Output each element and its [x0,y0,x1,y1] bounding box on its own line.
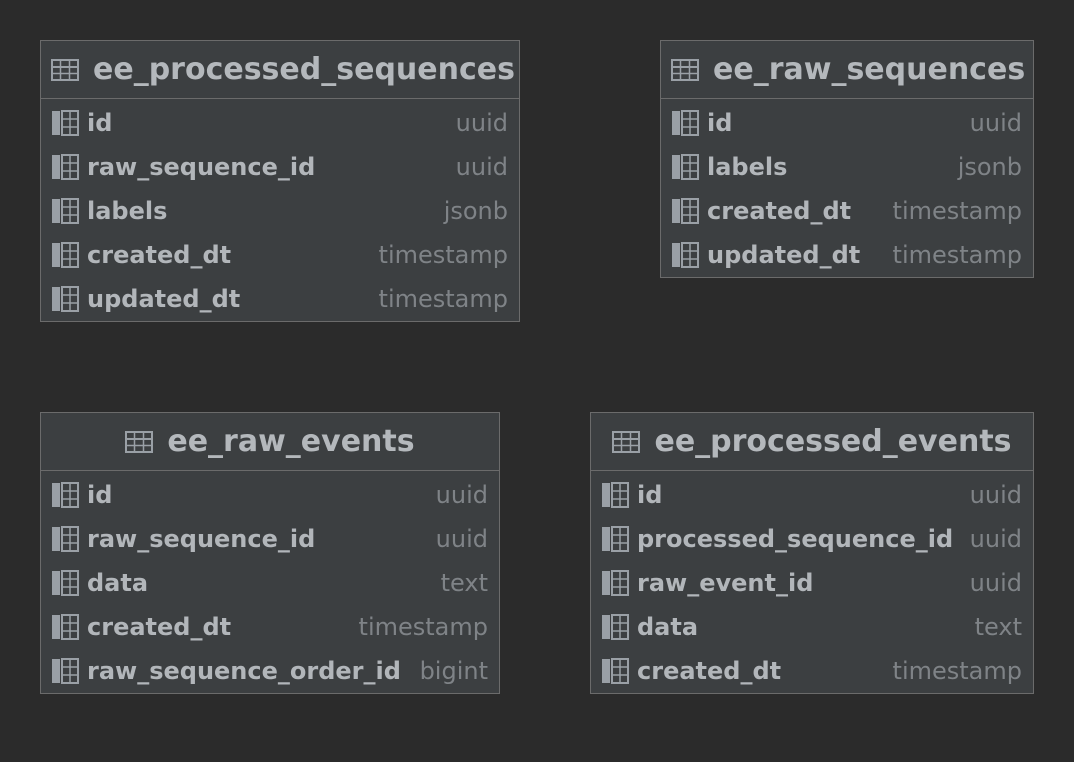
column-row[interactable]: id uuid [41,101,519,145]
column-icon [51,658,79,684]
table-title: ee_raw_events [167,424,415,459]
column-icon [51,198,79,224]
column-name: labels [87,197,168,225]
column-name: id [87,109,113,137]
table-ee-raw-sequences[interactable]: ee_raw_sequences id uuid labels jsonb cr… [660,40,1034,278]
column-type: timestamp [892,197,1022,225]
column-row[interactable]: raw_event_id uuid [591,561,1033,605]
column-list: id uuid raw_sequence_id uuid labels json… [41,99,519,321]
column-row[interactable]: labels jsonb [661,145,1033,189]
column-row[interactable]: raw_sequence_id uuid [41,145,519,189]
column-icon [51,154,79,180]
column-type: uuid [969,569,1022,597]
table-title: ee_processed_sequences [93,52,515,87]
column-name: created_dt [87,613,232,641]
table-header: ee_processed_events [591,413,1033,471]
column-type: timestamp [892,241,1022,269]
column-name: created_dt [637,657,782,685]
column-name: id [87,481,113,509]
column-type: text [440,569,488,597]
column-name: id [637,481,663,509]
column-icon [671,154,699,180]
column-name: updated_dt [87,285,241,313]
column-name: processed_sequence_id [637,525,954,553]
column-name: raw_sequence_id [87,153,316,181]
column-type: uuid [435,481,488,509]
column-list: id uuid raw_sequence_id uuid data text c… [41,471,499,693]
table-ee-processed-events[interactable]: ee_processed_events id uuid processed_se… [590,412,1034,694]
column-name: raw_event_id [637,569,814,597]
column-row[interactable]: raw_sequence_id uuid [41,517,499,561]
table-icon [671,58,701,81]
column-type: bigint [419,657,488,685]
column-icon [51,286,79,312]
column-icon [601,614,629,640]
column-type: jsonb [443,197,508,225]
column-type: uuid [969,109,1022,137]
column-row[interactable]: labels jsonb [41,189,519,233]
column-row[interactable]: created_dt timestamp [591,649,1033,693]
column-row[interactable]: data text [591,605,1033,649]
table-title: ee_raw_sequences [713,52,1026,87]
column-name: created_dt [707,197,852,225]
column-name: updated_dt [707,241,861,269]
column-icon [601,658,629,684]
table-header: ee_raw_sequences [661,41,1033,99]
column-type: uuid [969,525,1022,553]
column-icon [671,198,699,224]
table-icon [51,58,81,81]
column-icon [51,570,79,596]
column-row[interactable]: id uuid [661,101,1033,145]
column-icon [601,526,629,552]
column-row[interactable]: updated_dt timestamp [661,233,1033,277]
column-name: id [707,109,733,137]
column-type: jsonb [957,153,1022,181]
table-ee-raw-events[interactable]: ee_raw_events id uuid raw_sequence_id uu… [40,412,500,694]
column-name: created_dt [87,241,232,269]
column-row[interactable]: id uuid [591,473,1033,517]
column-type: uuid [435,525,488,553]
column-icon [671,110,699,136]
column-name: labels [707,153,788,181]
column-row[interactable]: updated_dt timestamp [41,277,519,321]
column-row[interactable]: id uuid [41,473,499,517]
column-type: timestamp [378,285,508,313]
column-name: data [637,613,699,641]
column-icon [601,570,629,596]
table-title: ee_processed_events [654,424,1012,459]
column-name: data [87,569,149,597]
column-row[interactable]: created_dt timestamp [41,233,519,277]
column-name: raw_sequence_order_id [87,657,401,685]
column-type: timestamp [378,241,508,269]
column-type: timestamp [358,613,488,641]
column-icon [51,110,79,136]
column-icon [51,614,79,640]
column-icon [51,482,79,508]
column-type: uuid [455,153,508,181]
column-type: text [974,613,1022,641]
column-icon [671,242,699,268]
column-list: id uuid processed_sequence_id uuid raw_e… [591,471,1033,693]
table-icon [612,430,642,453]
column-type: uuid [969,481,1022,509]
column-type: uuid [455,109,508,137]
column-icon [51,242,79,268]
column-row[interactable]: processed_sequence_id uuid [591,517,1033,561]
column-name: raw_sequence_id [87,525,316,553]
column-row[interactable]: created_dt timestamp [41,605,499,649]
table-ee-processed-sequences[interactable]: ee_processed_sequences id uuid raw_seque… [40,40,520,322]
column-icon [601,482,629,508]
table-header: ee_raw_events [41,413,499,471]
table-header: ee_processed_sequences [41,41,519,99]
column-row[interactable]: created_dt timestamp [661,189,1033,233]
column-row[interactable]: raw_sequence_order_id bigint [41,649,499,693]
column-type: timestamp [892,657,1022,685]
column-icon [51,526,79,552]
column-list: id uuid labels jsonb created_dt timestam… [661,99,1033,277]
table-icon [125,430,155,453]
column-row[interactable]: data text [41,561,499,605]
